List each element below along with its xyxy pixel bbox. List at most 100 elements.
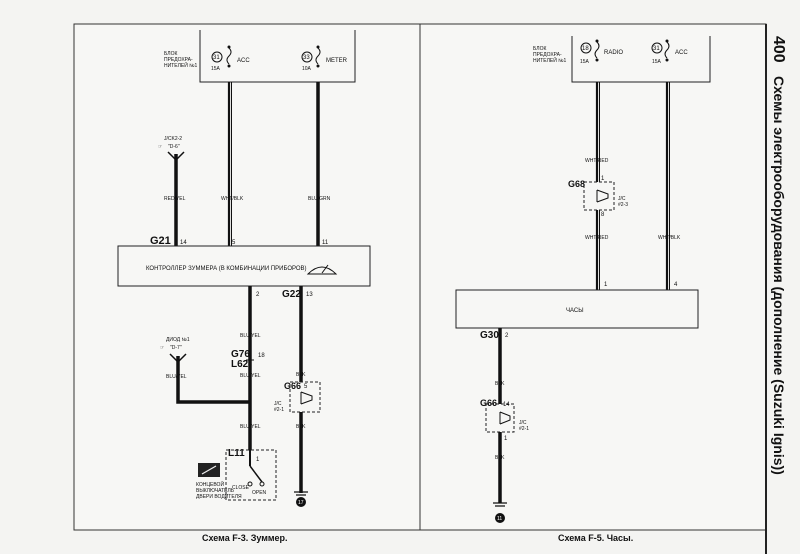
fuse-block-label-3: НИТЕЛЕЙ №1 <box>164 61 198 69</box>
jc-pin-8: 8 <box>601 212 605 218</box>
wire-label-bluyel-3: BLU/YEL <box>240 424 261 430</box>
fuse-terminal <box>595 39 599 43</box>
wire-label-bluyel: BLU/YEL <box>240 333 261 339</box>
wire-label-diode: BLU/YEL <box>166 374 187 380</box>
pin-18: 18 <box>258 353 265 359</box>
diode-ref: "D-7" <box>170 345 182 351</box>
fuse-symbol <box>664 41 670 59</box>
jc-number-2: #2-1 <box>519 426 529 432</box>
fuse-number: 33 <box>303 55 310 61</box>
fuse-terminal <box>227 64 231 68</box>
pin-11: 11 <box>322 240 329 246</box>
side-title: Схемы электрооборудования (дополнение (S… <box>771 76 787 475</box>
connector-g21: G21 <box>150 235 171 247</box>
diode-arrow: ☞ <box>160 345 165 351</box>
fuse-name: ACC <box>675 50 688 56</box>
jc-label-2: J/C <box>519 420 527 426</box>
fuse-block-label-1: БЛОК <box>164 51 177 57</box>
ground-point <box>296 497 306 507</box>
fuse-number-circle <box>580 42 592 54</box>
connector-g66: G66 <box>284 381 301 391</box>
caption-buzzer: Схема F-3. Зуммер. <box>202 533 288 543</box>
fuse-block-label-2: ПРЕДОХРА- <box>164 57 193 63</box>
ground-number: 17 <box>298 500 304 506</box>
fuse-terminal <box>227 45 231 49</box>
wire-label-whtblk: WHT/BLK <box>221 196 244 202</box>
wire-label-blugrn: BLU/GRN <box>308 196 331 202</box>
fuse-block-box <box>571 36 711 83</box>
pin-2: 2 <box>256 292 260 298</box>
jc-symbol <box>499 411 511 425</box>
fuse-terminal <box>665 58 669 62</box>
wire-label-whtblk: WHT/BLK <box>658 235 681 241</box>
fuse-symbol <box>315 47 321 65</box>
pin-13: 13 <box>306 292 313 298</box>
buzzer-diagram: БЛОК ПРЕДОХРА- НИТЕЛЕЙ №1 31 15A ACC 33 … <box>117 30 371 543</box>
wire-label-whtred: WHT/RED <box>585 158 609 164</box>
fuse-number-circle <box>651 42 663 54</box>
fuse-number-circle <box>211 51 223 63</box>
switch-label-2: ВЫКЛЮЧАТЕЛЬ <box>196 488 235 494</box>
clock-label: ЧАСЫ <box>566 308 584 314</box>
clock-pin-4: 4 <box>674 282 678 288</box>
wire-diode-bluyel <box>176 356 250 404</box>
wire-label-blk-2: BLK <box>296 424 306 430</box>
pin-5: 5 <box>232 240 236 246</box>
fuse-symbol <box>226 47 232 65</box>
connector-l62: L62 <box>231 359 249 370</box>
clock-box <box>455 289 699 329</box>
ground-symbol <box>493 502 507 507</box>
wire-label-bluyel-2: BLU/YEL <box>240 373 261 379</box>
jc-pin-5: 5 <box>304 384 308 390</box>
switch-contact <box>249 465 263 483</box>
jc-number: #2-1 <box>274 407 284 413</box>
caption-clock: Схема F-5. Часы. <box>558 533 633 543</box>
switch-terminal <box>247 481 253 487</box>
fuse-terminal <box>316 45 320 49</box>
fuse-name: ACC <box>237 58 250 64</box>
page-number: 400 <box>770 36 787 63</box>
fuse-amp: 15A <box>652 59 662 65</box>
fuse-terminal <box>665 39 669 43</box>
fuse-symbol <box>594 41 600 59</box>
connector-g22: G22 <box>282 289 301 300</box>
door-switch-icon-mark <box>201 465 217 475</box>
fuse-amp: 10A <box>302 66 312 72</box>
pin-14: 14 <box>180 240 187 246</box>
buzzer-controller-box <box>117 245 371 287</box>
jc-symbol <box>596 189 609 203</box>
jc-symbol <box>300 391 313 405</box>
wire-label-whtred-2: WHT/RED <box>585 235 609 241</box>
diode-label: ДИОД №1 <box>166 337 190 343</box>
ground-symbol <box>294 491 308 496</box>
clock-diagram: БЛОК ПРЕДОХРА- НИТЕЛЕЙ №1 18 15A RADIO 3… <box>455 36 711 543</box>
fuse-number-circle <box>301 51 313 63</box>
fuse-number: 31 <box>653 46 660 52</box>
wire-label-blk: BLK <box>296 372 306 378</box>
fuse-terminal <box>595 58 599 62</box>
gauge-icon <box>306 266 338 275</box>
fuse-block-label-1: БЛОК <box>533 46 546 52</box>
connector-g66: G66 <box>480 398 497 408</box>
connector-g30: G30 <box>480 330 499 341</box>
fuse-block-label-3: НИТЕЛЕЙ №1 <box>533 56 567 64</box>
fuse-number: 31 <box>213 55 220 61</box>
connector-g68: G68 <box>568 179 585 189</box>
fuse-number: 18 <box>582 46 589 52</box>
gauge-needle <box>321 264 329 274</box>
ground-number: 11 <box>497 516 502 522</box>
fuse-terminal <box>316 64 320 68</box>
jc-number: #2-3 <box>618 202 628 208</box>
fuse-amp: 15A <box>580 59 590 65</box>
fuse-amp: 15A <box>211 66 221 72</box>
wire-label-blk-2: BLK <box>495 455 505 461</box>
controller-label: КОНТРОЛЛЕР ЗУММЕРА (В КОМБИНАЦИИ ПРИБОРО… <box>146 266 307 272</box>
fuse-block-label-2: ПРЕДОХРА- <box>533 52 562 58</box>
switch-label-3: ДВЕРИ ВОДИТЕЛЯ <box>196 494 242 500</box>
clock-pin-2: 2 <box>505 333 509 339</box>
connector-g76: G76 <box>231 349 250 360</box>
jck-label: J/CK2-2 <box>164 136 182 142</box>
jck-ref: "D-6" <box>168 144 180 150</box>
